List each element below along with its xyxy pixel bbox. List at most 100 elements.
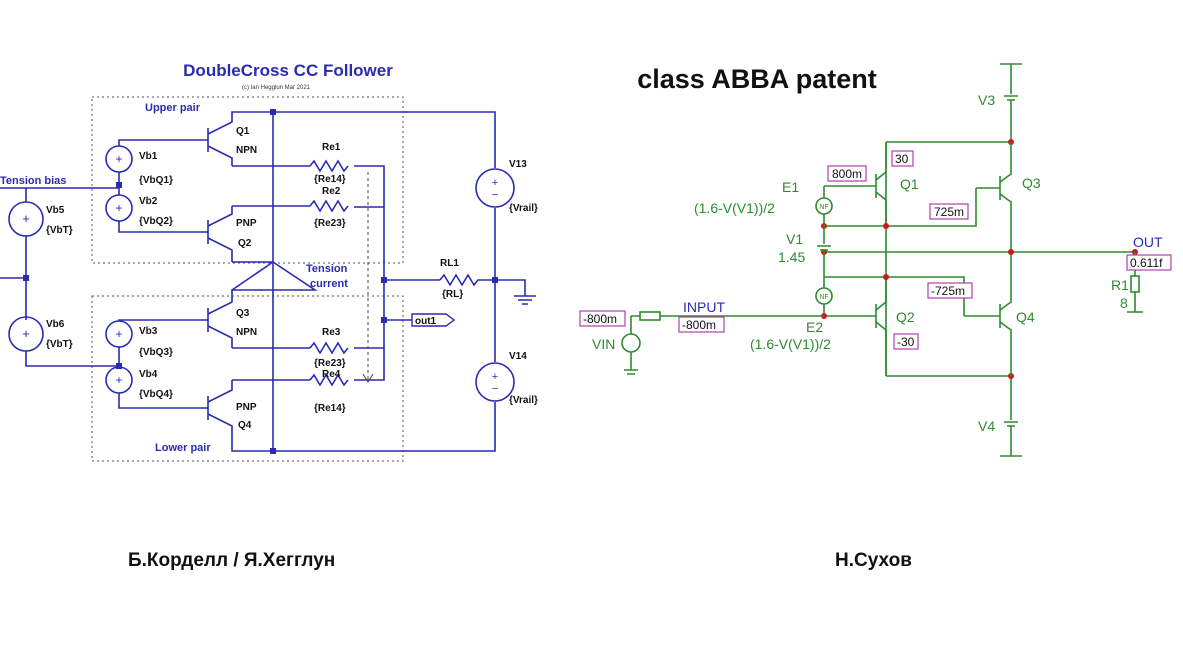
svg-text:−: − [492,189,498,201]
v14-source [475,362,515,402]
svg-text:V3: V3 [978,92,995,108]
class-abba-schematic: class ABBA patent V3 V4 Q1 Q2 Q3 Q4 [579,63,1172,457]
q3-transistor [199,294,233,348]
right-caption: Н.Сухов [835,550,912,571]
v14-value: {Vrail} [509,395,538,406]
bottom-rail [273,402,496,452]
svg-text:Re3: Re3 [322,327,341,338]
e2-source [815,287,833,305]
svg-text:−: − [492,383,498,395]
svg-text:Vb3: Vb3 [139,326,158,337]
svg-text:NF: NF [819,204,828,211]
q4-transistor [964,252,1012,376]
svg-text:{Re23}: {Re23} [314,358,346,369]
v13-value: {Vrail} [509,203,538,214]
q3-transistor [976,142,1012,252]
svg-text:8: 8 [1120,295,1128,311]
q4-transistor [199,380,273,452]
svg-text:E1: E1 [782,179,799,195]
svg-text:{VbQ3}: {VbQ3} [139,347,173,358]
tag-725m: 725m [934,205,964,219]
svg-text:current: current [310,278,348,290]
e1-source [815,197,833,215]
tag-vin: -800m [583,312,617,326]
svg-text:{Re14}: {Re14} [314,403,346,414]
svg-text:+: + [115,152,122,166]
tag-out: 0.611f [1130,256,1163,270]
svg-text:{RL}: {RL} [442,289,463,300]
svg-text:+: + [492,371,498,383]
v14-label: V14 [509,351,527,362]
svg-text:Re1: Re1 [322,142,341,153]
rl1-resistor [439,273,526,296]
svg-text:Q1: Q1 [900,176,919,192]
out-label: OUT [1133,234,1163,250]
svg-text:PNP: PNP [236,402,257,413]
svg-text:Q3: Q3 [236,308,250,319]
left-caption: Б.Корделл / Я.Хегглун [128,550,336,571]
svg-text:+: + [115,373,122,387]
svg-text:{VbT}: {VbT} [46,339,73,350]
vin-source [621,333,641,353]
v1-source [817,226,831,277]
svg-text:Vb6: Vb6 [46,319,65,330]
svg-text:{VbQ1}: {VbQ1} [139,175,173,186]
svg-text:Q4: Q4 [238,420,252,431]
svg-text:+: + [115,201,122,215]
svg-text:V4: V4 [978,418,995,434]
svg-text:out1: out1 [415,316,437,327]
svg-text:R1: R1 [1111,277,1129,293]
svg-text:Q1: Q1 [236,126,250,137]
tag-30: 30 [895,152,909,166]
q1-transistor [868,142,887,226]
left-subtitle: (c) Ian Hegglun Mar 2021 [242,85,311,91]
tension-current-label: Tension [306,263,348,275]
svg-text:+: + [492,177,498,189]
input-label: INPUT [683,299,725,315]
tag-minus-725m: -725m [931,284,965,298]
out1-flag [411,313,456,327]
lower-pair-label: Lower pair [155,442,211,454]
svg-text:Vb2: Vb2 [139,196,158,207]
svg-text:Vb1: Vb1 [139,151,158,162]
tag-minus-30: -30 [897,335,915,349]
svg-text:NF: NF [819,294,828,301]
ground-icon [514,295,536,305]
svg-text:PNP: PNP [236,218,257,229]
svg-text:VIN: VIN [592,336,615,352]
upper-pair-box [91,96,404,264]
svg-text:V1: V1 [786,231,803,247]
q2-transistor [199,206,233,262]
right-title: class ABBA patent [637,64,877,94]
svg-text:{VbQ2}: {VbQ2} [139,216,173,227]
re4-resistor [309,373,349,387]
q2-transistor [868,277,887,376]
lower-pair-box [91,295,404,462]
svg-text:{Re14}: {Re14} [314,174,346,185]
re2-resistor [309,199,349,213]
svg-text:{VbT}: {VbT} [46,225,73,236]
svg-text:NPN: NPN [236,327,257,338]
top-rail [273,111,496,168]
svg-text:Q4: Q4 [1016,309,1035,325]
r1-resistor [1130,275,1140,293]
svg-text:+: + [22,211,30,226]
tag-800m: 800m [832,167,862,181]
svg-text:Vb4: Vb4 [139,369,158,380]
tag-input: -800m [682,318,716,332]
v13-source [475,168,515,208]
v3-supply [1000,63,1022,142]
svg-text:{VbQ4}: {VbQ4} [139,389,173,400]
svg-text:+: + [22,326,30,341]
doublecross-schematic: DoubleCross CC Follower (c) Ian Hegglun … [0,61,538,462]
svg-text:(1.6-V(V1))/2: (1.6-V(V1))/2 [694,200,775,216]
svg-text:Q2: Q2 [896,309,915,325]
svg-text:Re2: Re2 [322,186,341,197]
input-resistor [639,311,661,321]
svg-text:Vb5: Vb5 [46,205,65,216]
svg-text:1.45: 1.45 [778,249,805,265]
svg-text:Q3: Q3 [1022,175,1041,191]
svg-text:NPN: NPN [236,145,257,156]
re3-resistor [309,341,349,355]
svg-text:(1.6-V(V1))/2: (1.6-V(V1))/2 [750,336,831,352]
